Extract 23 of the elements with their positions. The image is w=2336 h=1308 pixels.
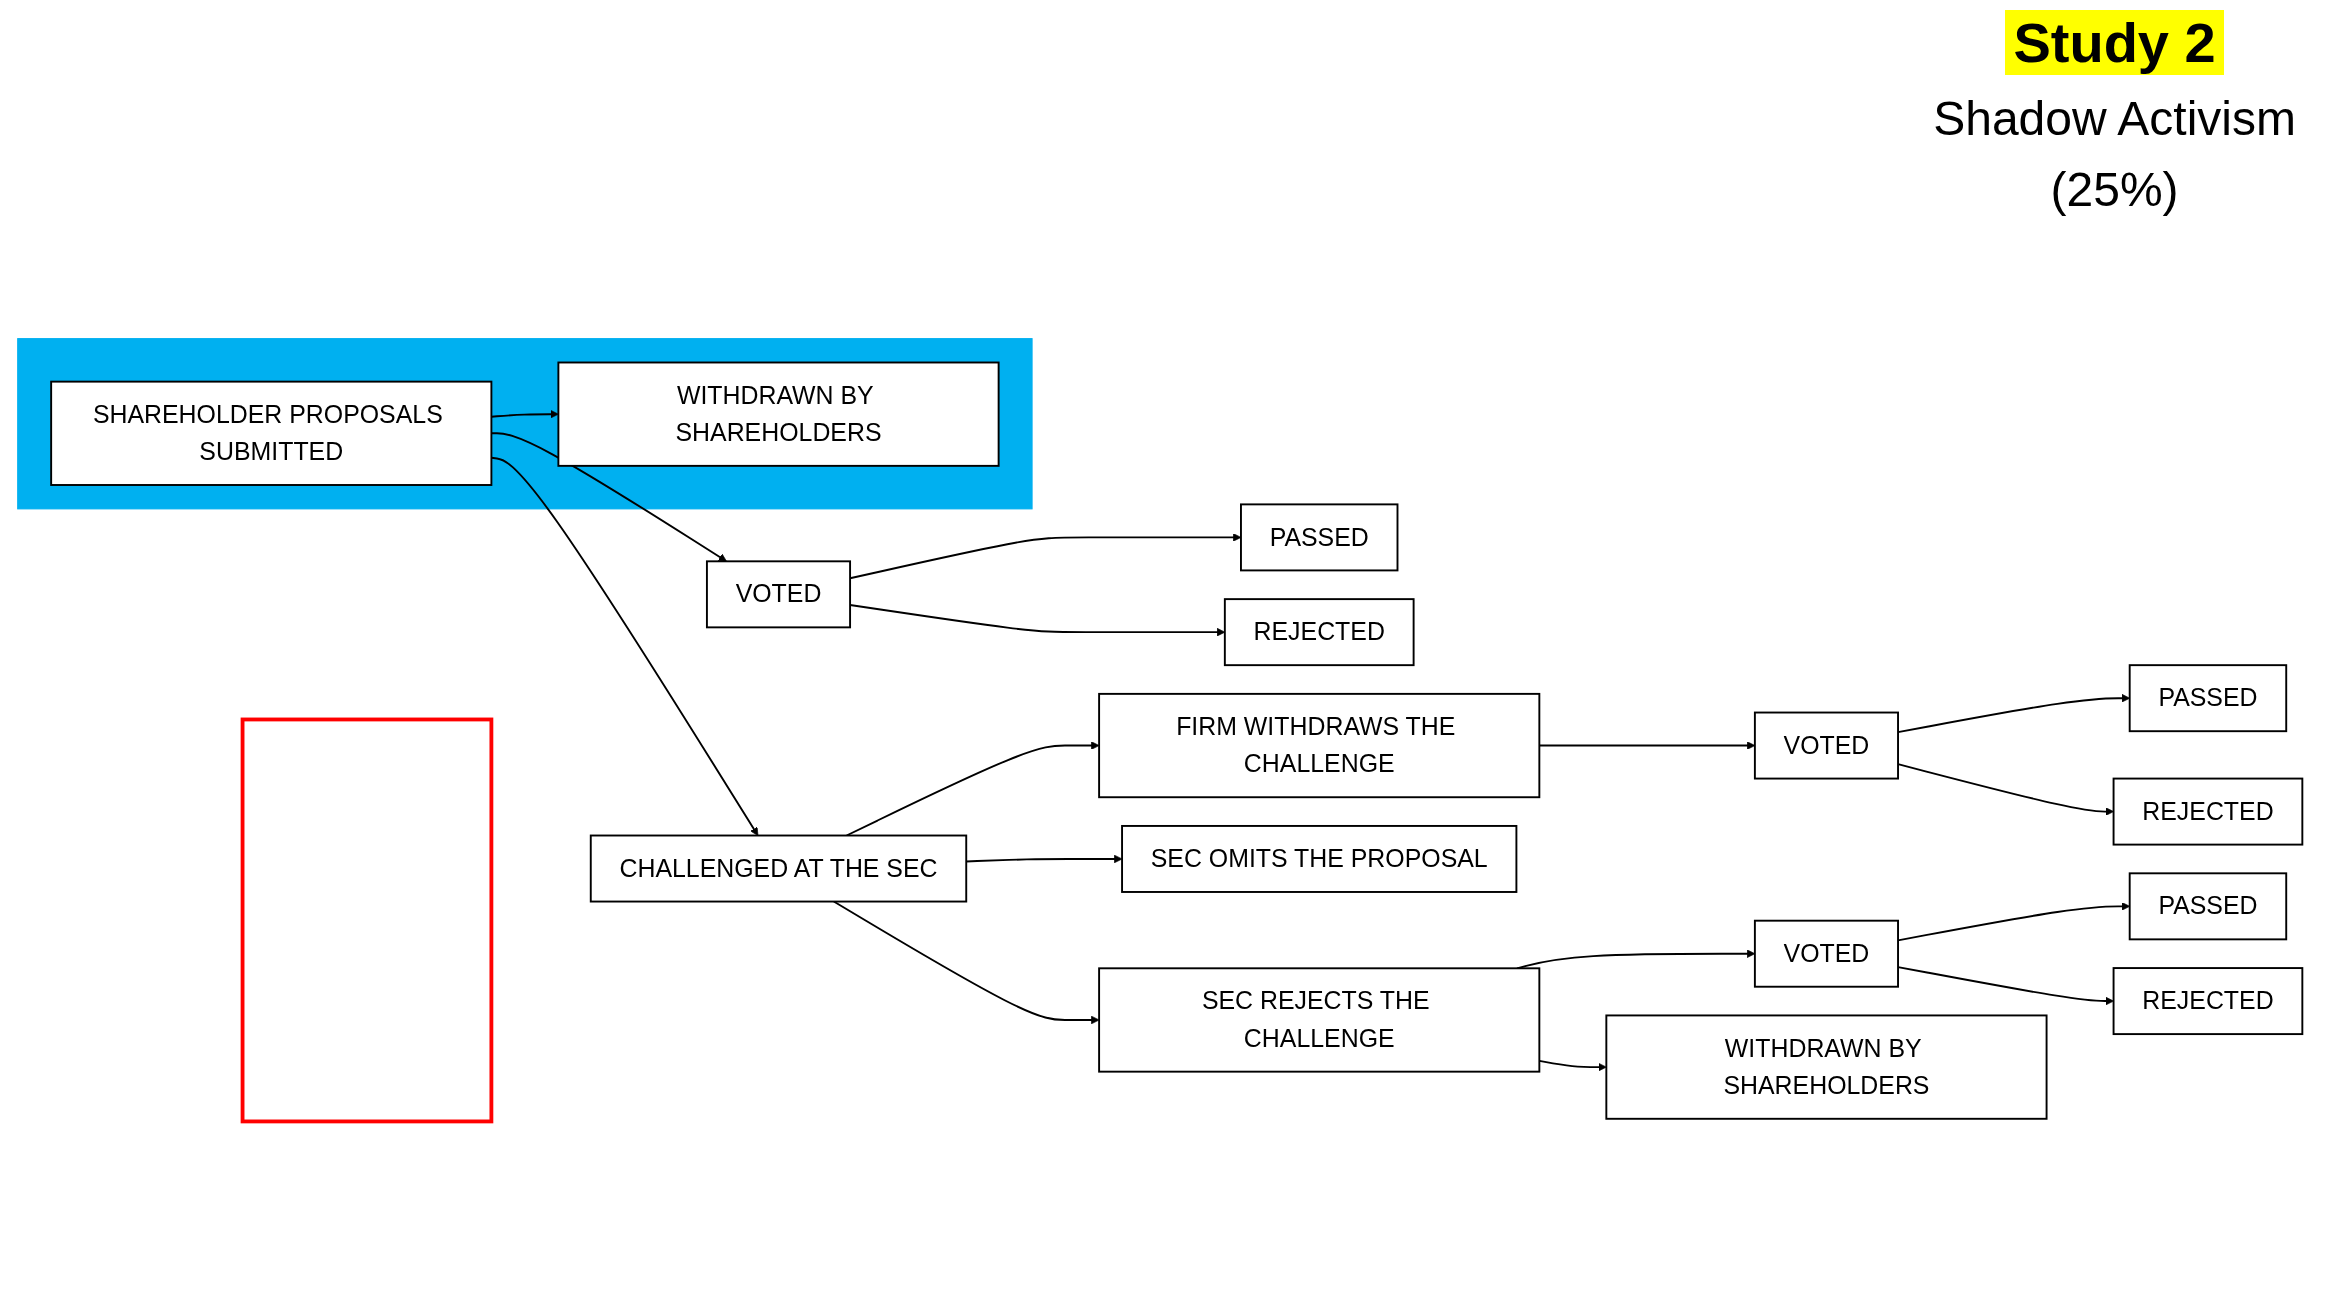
node-box: PASSED [2128,872,2288,941]
node-box: VOTED [1753,919,1899,988]
node-box: SHAREHOLDER PROPOSALS SUBMITTED [50,380,493,486]
node-box: REJECTED [2112,967,2304,1036]
arrow [832,900,1100,1025]
title: Study 2 [2005,10,2224,75]
node-box: REJECTED [1223,598,1415,667]
node-box: VOTED [705,560,852,629]
node-box: REJECTED [2112,777,2304,846]
node-box: PASSED [1240,503,1399,572]
node-box: VOTED [1753,711,1899,780]
node-box [240,717,494,1124]
node-box: SEC REJECTS THE CHALLENGE [1098,967,1541,1073]
node-box: WITHDRAWN BY SHAREHOLDERS [557,361,1000,467]
node-box: PASSED [2128,664,2288,733]
note-text: (25%) [2050,163,2179,216]
cluster [17,338,1033,510]
node-box: SEC OMITS THE PROPOSAL [1121,825,1518,893]
note-text: Shadow Activism [1933,92,2296,145]
arrow [845,741,1100,837]
node-box: CHALLENGED AT THE SEC [589,834,968,903]
node-box: FIRM WITHDRAWS THE CHALLENGE [1098,692,1541,799]
node-box: WITHDRAWN BY SHAREHOLDERS [1605,1014,2048,1120]
